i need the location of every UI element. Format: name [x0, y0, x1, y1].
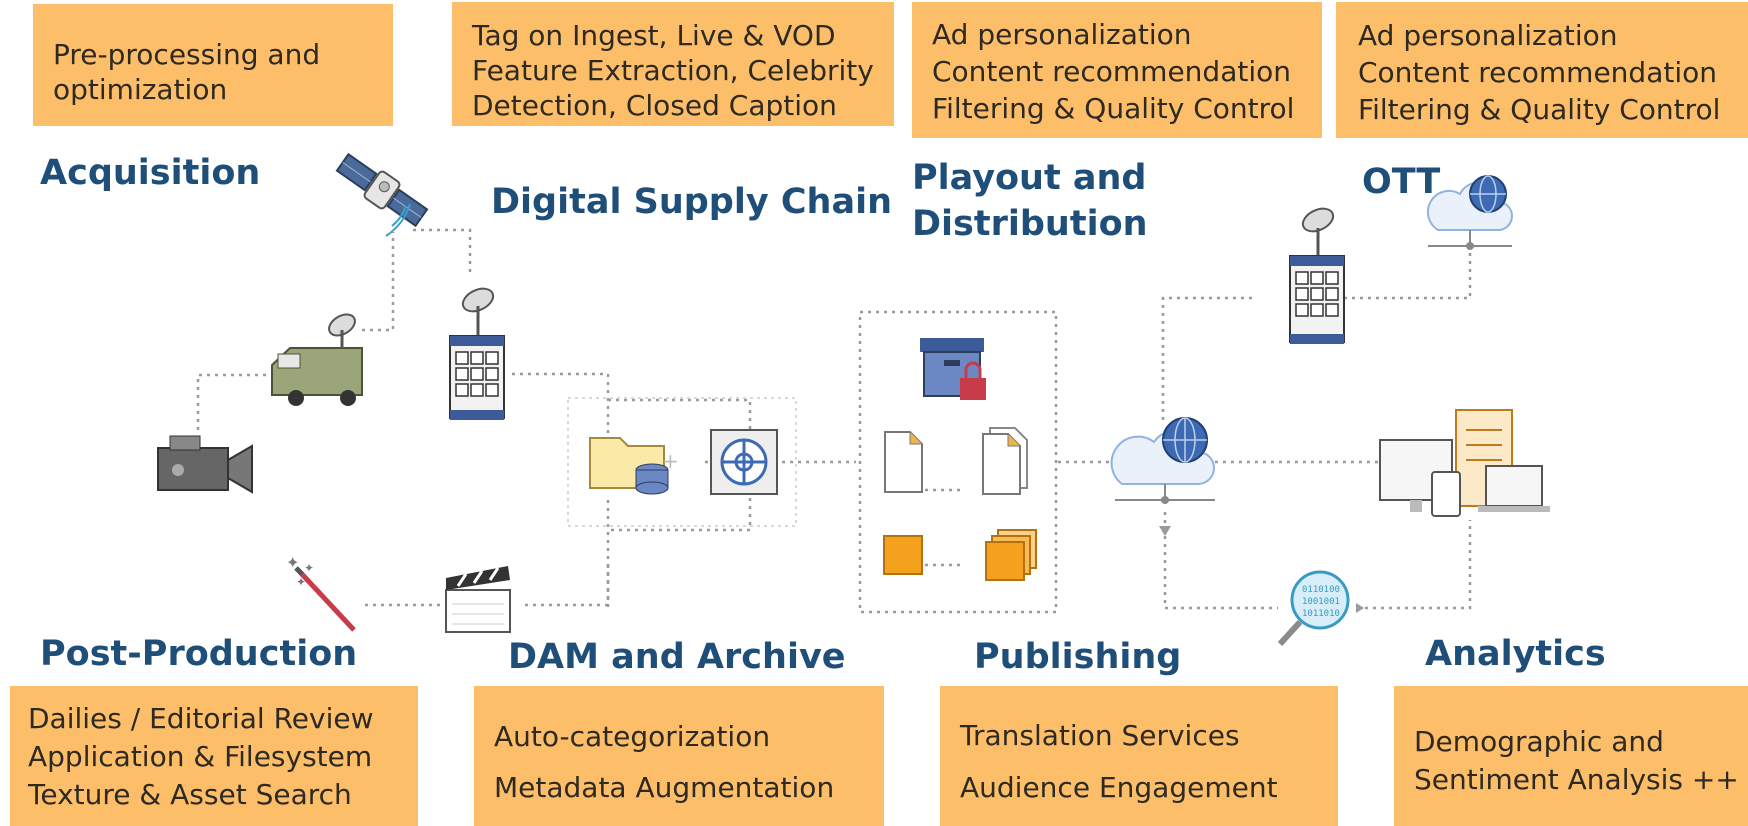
ott-cloud-globe-icon — [1426, 175, 1513, 250]
locked-archive-icon — [920, 338, 986, 400]
video-camera-icon — [157, 435, 253, 494]
magic-wand-icon: ✦ ✦ ✦ — [286, 553, 356, 632]
supply-chain-title: Digital Supply Chain — [491, 182, 892, 222]
svg-text:0110100: 0110100 — [1302, 585, 1340, 595]
signal-waves-icon — [385, 203, 411, 237]
dam-box-line: Auto-categorization — [494, 720, 771, 753]
analytics-title: Analytics — [1425, 634, 1606, 674]
publishing-title: Publishing — [974, 637, 1182, 677]
svg-text:✦: ✦ — [304, 561, 314, 575]
cloud-globe-icon — [1110, 417, 1215, 504]
ott-building-icon — [1289, 207, 1345, 344]
svg-text:+: + — [662, 449, 679, 473]
documents-icon — [982, 427, 1028, 495]
analytics-box-line: Demographic and — [1414, 725, 1664, 758]
folder-database-icon: + — [589, 437, 679, 495]
ott-box-line: Ad personalization — [1358, 19, 1618, 52]
svg-text:1001001: 1001001 — [1302, 597, 1340, 607]
post-production-box-line: Application & Filesystem — [28, 740, 373, 773]
publishing-box-line: Audience Engagement — [960, 771, 1278, 804]
playout-box-line: Ad personalization — [932, 18, 1192, 51]
publishing-box: Translation Services Audience Engagement — [940, 686, 1338, 826]
playout-title-line2: Distribution — [912, 204, 1148, 244]
analytics-box: Demographic and Sentiment Analysis ++ — [1394, 686, 1748, 826]
supply-chain-box-line: Tag on Ingest, Live & VOD — [472, 19, 836, 52]
playout-box-line: Filtering & Quality Control — [932, 92, 1295, 125]
dam-box-line: Metadata Augmentation — [494, 771, 835, 804]
acquisition-title: Acquisition — [40, 153, 261, 193]
supply-chain-box-line: Detection, Closed Caption — [472, 89, 837, 122]
ott-box-line: Filtering & Quality Control — [1358, 93, 1721, 126]
post-production-box-line: Texture & Asset Search — [28, 778, 352, 811]
supply-chain-box: Tag on Ingest, Live & VOD Feature Extrac… — [452, 2, 894, 126]
document-icon — [884, 431, 923, 493]
orange-square-icon — [883, 535, 923, 575]
broadcast-building-icon — [449, 287, 505, 420]
post-production-title: Post-Production — [40, 634, 358, 674]
stacked-squares-icon — [985, 529, 1037, 581]
connector-lines — [196, 228, 1472, 614]
analytics-box-line: Sentiment Analysis ++ — [1414, 763, 1739, 796]
supply-chain-box-line: Feature Extraction, Celebrity — [472, 54, 874, 87]
dam-group-frame — [567, 397, 797, 527]
satellite-icon — [335, 152, 429, 228]
ott-box-line: Content recommendation — [1358, 56, 1717, 89]
arrowhead-icon — [1159, 526, 1171, 536]
acquisition-box-line: optimization — [53, 73, 228, 106]
ott-box: Ad personalization Content recommendatio… — [1336, 2, 1748, 138]
dam-title: DAM and Archive — [508, 637, 846, 677]
ott-title: OTT — [1362, 162, 1441, 202]
post-production-box-line: Dailies / Editorial Review — [28, 702, 374, 735]
acquisition-box-line: Pre-processing and — [53, 38, 321, 71]
acquisition-box: Pre-processing and optimization — [33, 4, 393, 126]
publishing-box-line: Translation Services — [960, 719, 1240, 752]
playout-title-line1: Playout and — [912, 158, 1147, 198]
svg-text:1011010: 1011010 — [1302, 609, 1340, 619]
clapperboard-icon — [445, 566, 511, 633]
post-production-box: Dailies / Editorial Review Application &… — [10, 686, 418, 826]
playout-box: Ad personalization Content recommendatio… — [912, 2, 1322, 138]
devices-icon — [1379, 409, 1550, 517]
dam-box: Auto-categorization Metadata Augmentatio… — [474, 686, 884, 826]
arrowhead-icon — [1356, 603, 1364, 613]
broadcast-van-icon — [271, 313, 363, 406]
binary-magnifier-icon: 0110100 1001001 1011010 — [1277, 570, 1350, 647]
svg-text:✦: ✦ — [296, 575, 306, 589]
svg-text:✦: ✦ — [286, 553, 299, 572]
playout-box-line: Content recommendation — [932, 55, 1291, 88]
vault-icon — [710, 429, 778, 495]
